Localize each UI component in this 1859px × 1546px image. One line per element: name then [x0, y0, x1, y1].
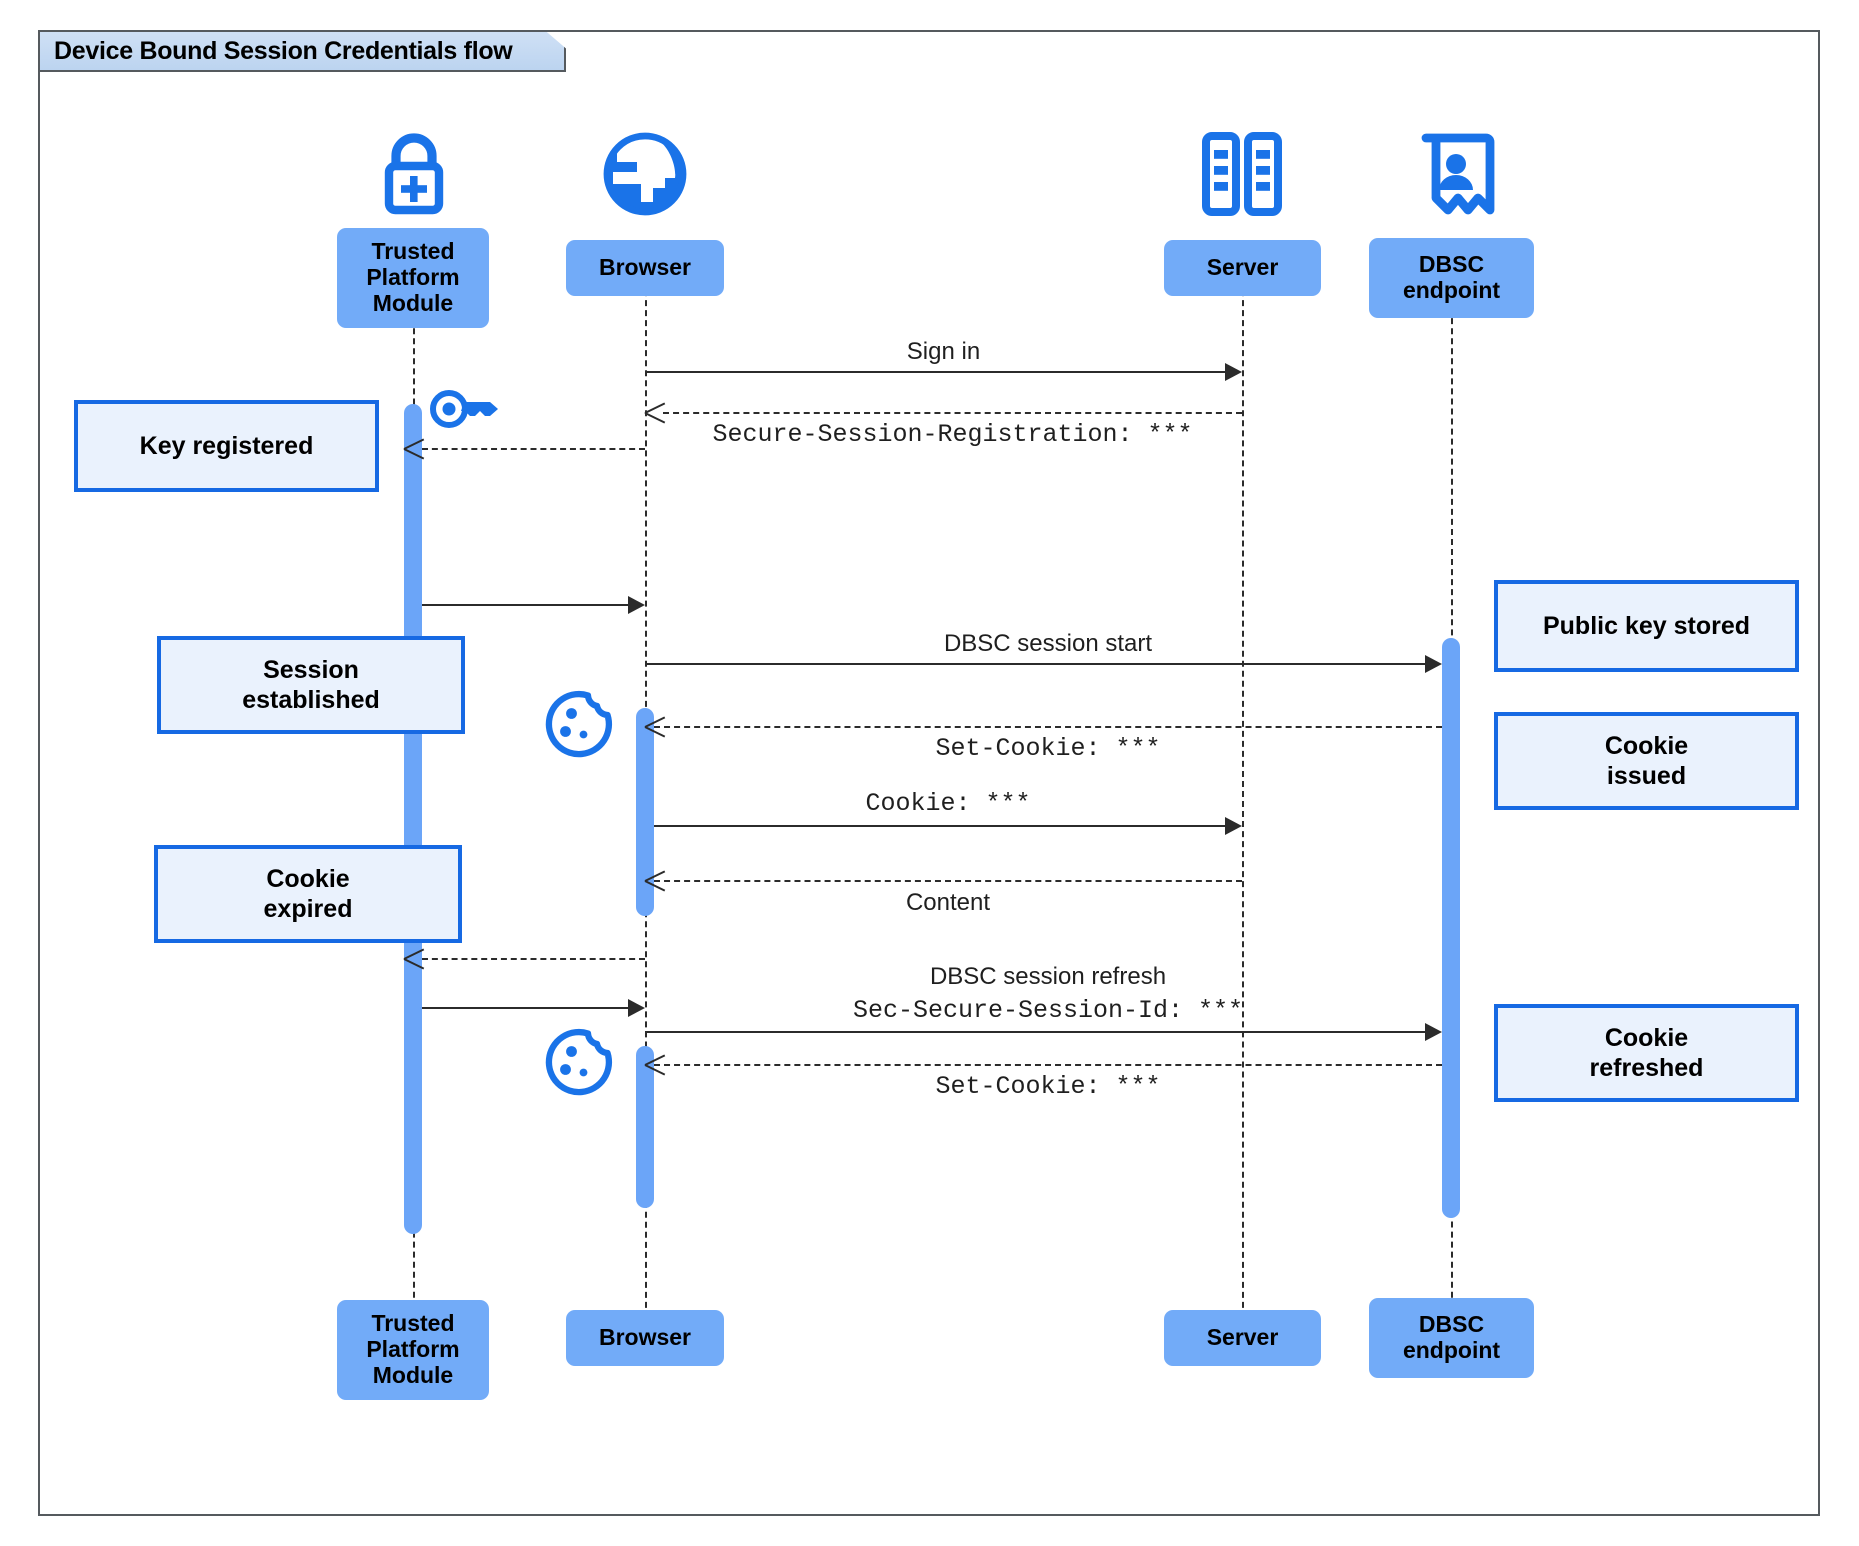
message-line-cookie: [654, 825, 1225, 827]
lifeline-server: [1242, 250, 1244, 1348]
message-arrowhead-sign-in: [1225, 363, 1242, 381]
participant-label: Trusted Platform Module: [366, 1310, 460, 1388]
note-text: Key registered: [139, 431, 314, 460]
note-cookie-refreshed: Cookie refreshed: [1494, 1004, 1799, 1102]
lock-plus-icon: [366, 126, 462, 227]
participant-label: Server: [1206, 1324, 1279, 1351]
message-label-content: Content: [905, 889, 991, 916]
message-line-content: [654, 880, 1242, 882]
participant-tpm-top[interactable]: Trusted Platform Module: [337, 228, 489, 328]
message-arrowhead-browser-to-tpm-register: [403, 437, 425, 460]
participant-label: Browser: [598, 254, 692, 281]
note-cookie-issued: Cookie issued: [1494, 712, 1799, 810]
cookie-icon: [543, 688, 615, 765]
message-arrowhead-dbsc-session-start: [1425, 655, 1442, 673]
participant-label: Browser: [598, 1324, 692, 1351]
message-arrowhead-cookie: [1225, 817, 1242, 835]
participant-server-top[interactable]: Server: [1164, 240, 1321, 296]
note-text: Public key stored: [1542, 611, 1751, 640]
participant-browser-bottom[interactable]: Browser: [566, 1310, 724, 1366]
participant-label: Trusted Platform Module: [366, 238, 460, 316]
message-label-set-cookie-2: Set-Cookie: ***: [935, 1072, 1161, 1101]
participant-label: DBSC endpoint: [1402, 251, 1501, 303]
message-line-sign-in: [645, 371, 1225, 373]
message-line-browser-to-tpm-refresh: [422, 958, 645, 960]
participant-dbsc-bottom[interactable]: DBSC endpoint: [1369, 1298, 1534, 1378]
note-key-registered: Key registered: [74, 400, 379, 492]
note-text: Cookie refreshed: [1589, 1023, 1704, 1083]
message-label-dbsc-session-start: DBSC session start: [943, 630, 1153, 657]
note-text: Cookie issued: [1604, 731, 1689, 791]
server-rack-icon: [1194, 128, 1290, 225]
message-label-secure-session-registration: Secure-Session-Registration: ***: [712, 420, 1193, 449]
note-text: Cookie expired: [263, 864, 353, 924]
activation-browser-2: [636, 1046, 654, 1208]
key-icon: [428, 382, 502, 441]
message-line-tpm-to-browser-key: [422, 604, 628, 606]
message-label-dbsc-session-refresh: DBSC session refresh: [929, 963, 1167, 990]
message-line-secure-session-registration: [663, 412, 1242, 414]
message-arrowhead-secure-session-registration: [644, 401, 666, 424]
activation-browser-1: [636, 708, 654, 916]
participant-label: DBSC endpoint: [1402, 1311, 1501, 1363]
activation-tpm: [404, 404, 422, 1234]
globe-icon: [597, 126, 693, 227]
participant-dbsc-top[interactable]: DBSC endpoint: [1369, 238, 1534, 318]
message-label-cookie: Cookie: ***: [865, 789, 1031, 818]
note-text: Session established: [242, 655, 380, 715]
note-public-key-stored: Public key stored: [1494, 580, 1799, 672]
diagram-title: Device Bound Session Credentials flow: [38, 30, 566, 72]
note-session-established: Session established: [157, 636, 465, 734]
participant-tpm-bottom[interactable]: Trusted Platform Module: [337, 1300, 489, 1400]
message-line-set-cookie-1: [654, 726, 1442, 728]
message-line-tpm-to-browser-refresh: [422, 1007, 628, 1009]
message-arrowhead-tpm-to-browser-refresh: [628, 999, 645, 1017]
message-arrowhead-browser-to-tpm-refresh: [403, 947, 425, 970]
message-line-dbsc-session-refresh: [645, 1031, 1425, 1033]
message-label-set-cookie-1: Set-Cookie: ***: [935, 734, 1161, 763]
note-cookie-expired: Cookie expired: [154, 845, 462, 943]
message-line-dbsc-session-start: [645, 663, 1425, 665]
message-line-browser-to-tpm-register: [422, 448, 645, 450]
id-badge-icon: [1412, 128, 1500, 225]
message-line-set-cookie-2: [654, 1064, 1442, 1066]
message-label-sec-secure-session-id: Sec-Secure-Session-Id: ***: [852, 996, 1244, 1025]
message-arrowhead-tpm-to-browser-key: [628, 596, 645, 614]
message-label-sign-in: Sign in: [906, 338, 981, 365]
cookie-icon: [543, 1026, 615, 1103]
participant-server-bottom[interactable]: Server: [1164, 1310, 1321, 1366]
activation-dbsc: [1442, 638, 1460, 1218]
message-arrowhead-dbsc-session-refresh: [1425, 1023, 1442, 1041]
participant-browser-top[interactable]: Browser: [566, 240, 724, 296]
participant-label: Server: [1206, 254, 1279, 281]
